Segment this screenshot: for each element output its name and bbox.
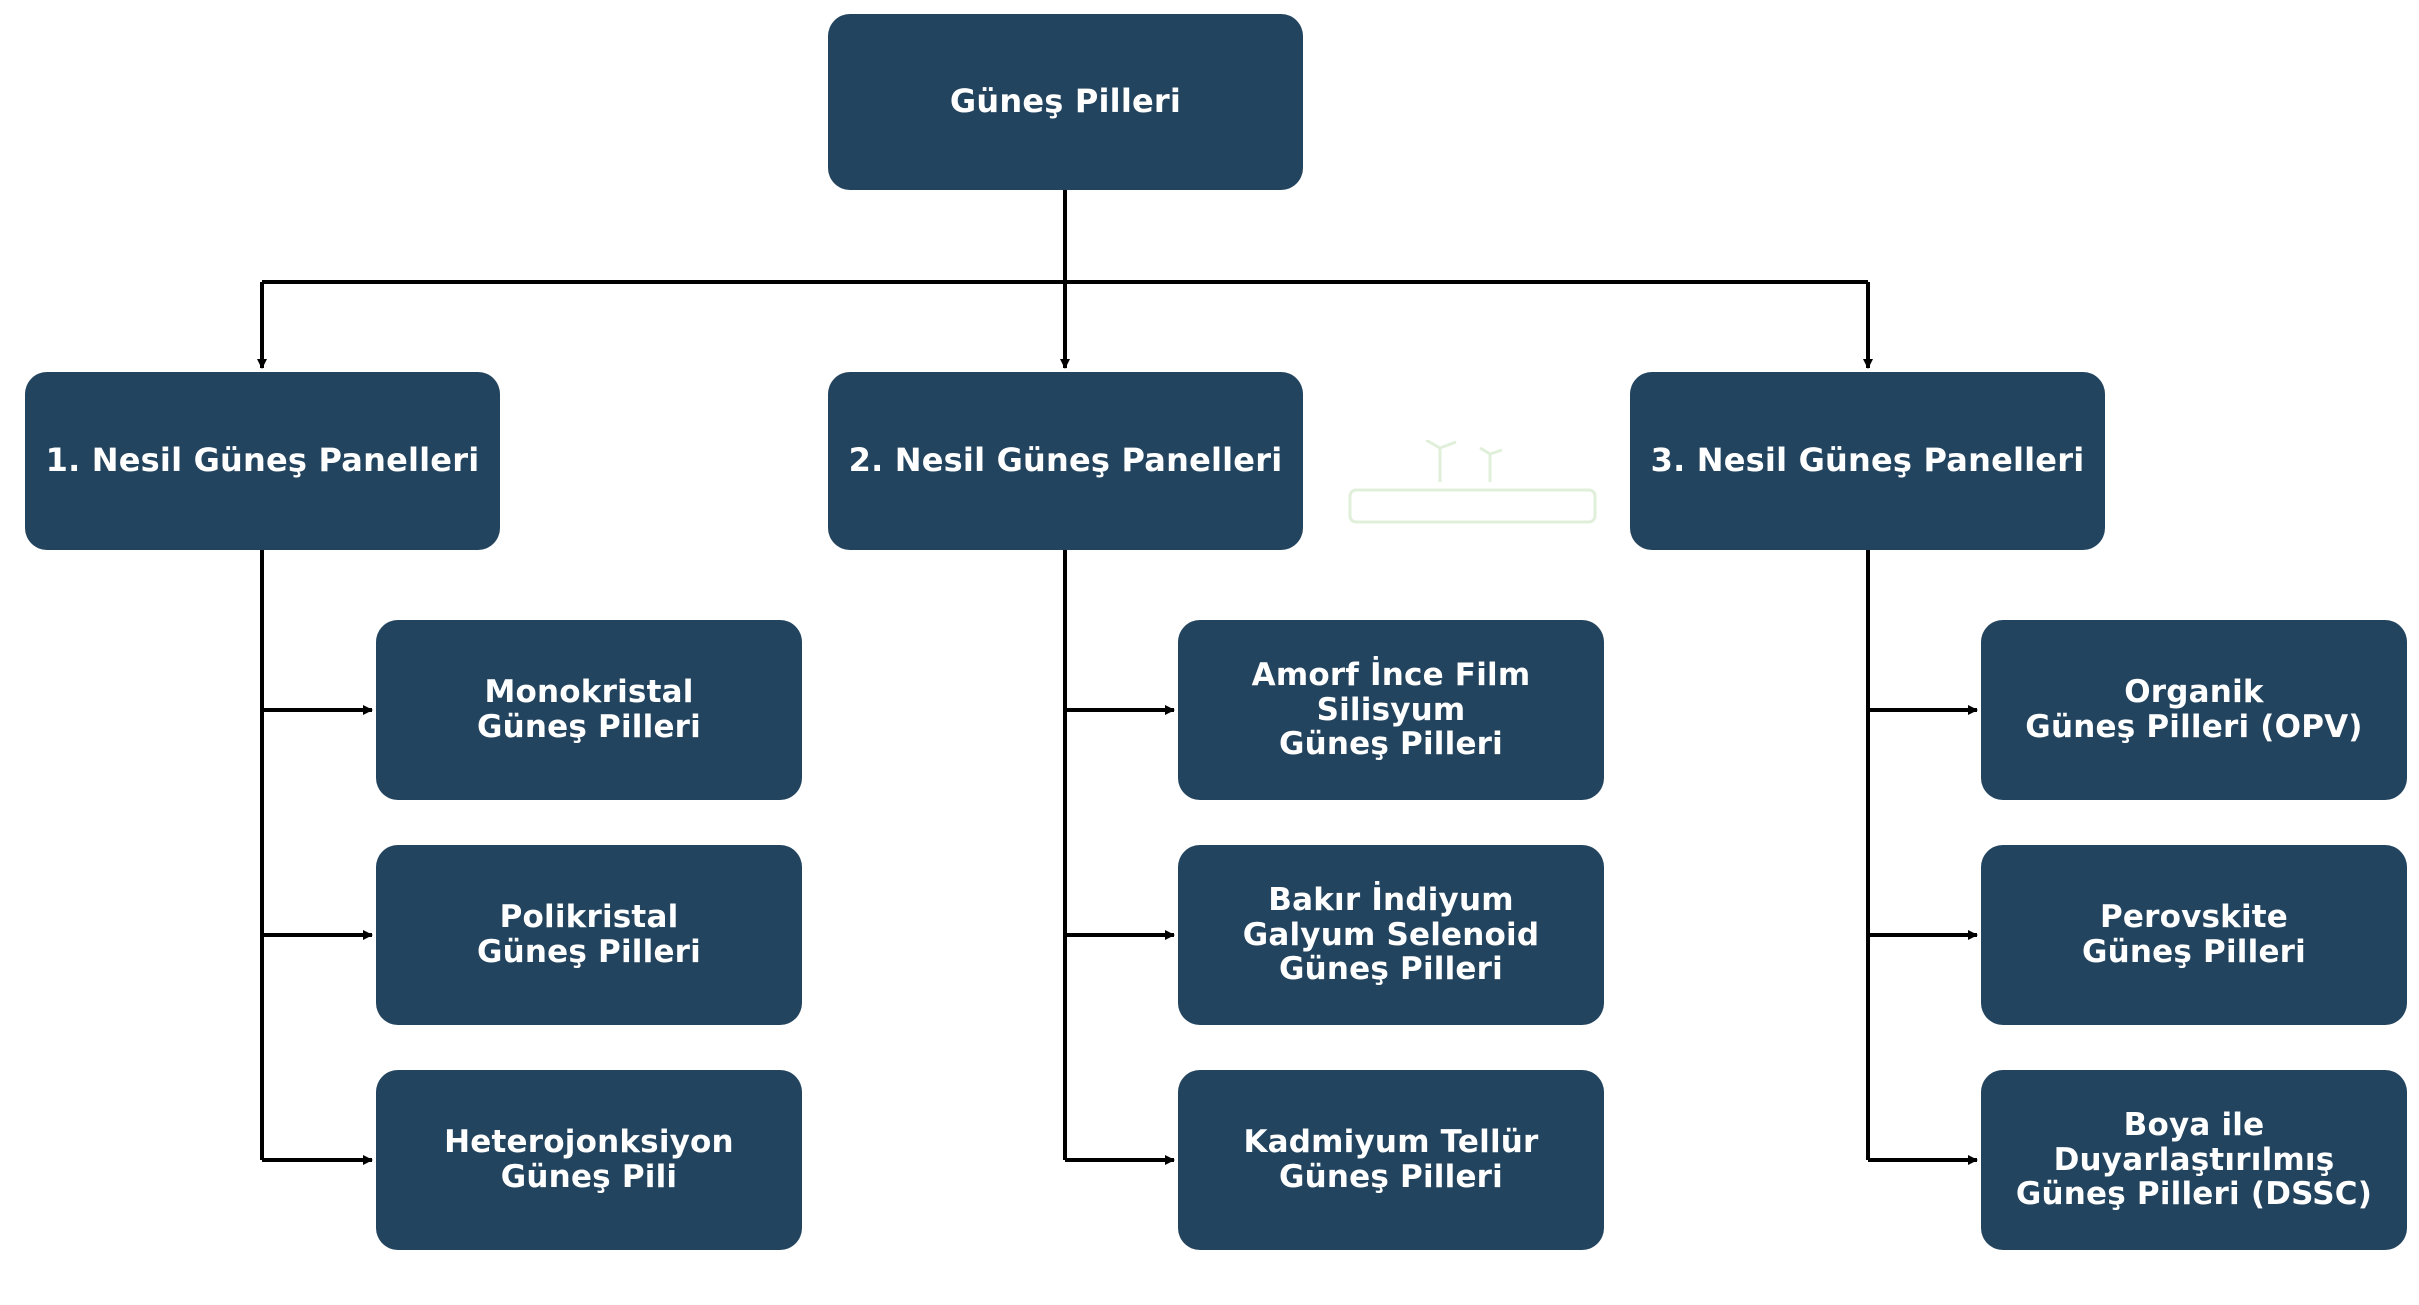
cadmium-telluride-node: Kadmiyum Tellür Güneş Pilleri xyxy=(1178,1070,1604,1250)
polycrystalline-node: Polikristal Güneş Pilleri xyxy=(376,845,802,1025)
monocrystalline-node: Monokristal Güneş Pilleri xyxy=(376,620,802,800)
root-node: Güneş Pilleri xyxy=(828,14,1303,190)
gen-2-node: 2. Nesil Güneş Panelleri xyxy=(828,372,1303,550)
gen-3-node: 3. Nesil Güneş Panelleri xyxy=(1630,372,2105,550)
dssc-node: Boya ile Duyarlaştırılmış Güneş Pilleri … xyxy=(1981,1070,2407,1250)
gen-1-node: 1. Nesil Güneş Panelleri xyxy=(25,372,500,550)
amorphous-silicon-node: Amorf İnce Film Silisyum Güneş Pilleri xyxy=(1178,620,1604,800)
cigs-node: Bakır İndiyum Galyum Selenoid Güneş Pill… xyxy=(1178,845,1604,1025)
perovskite-node: Perovskite Güneş Pilleri xyxy=(1981,845,2407,1025)
heterojunction-node: Heterojonksiyon Güneş Pili xyxy=(376,1070,802,1250)
organic-opv-node: Organik Güneş Pilleri (OPV) xyxy=(1981,620,2407,800)
